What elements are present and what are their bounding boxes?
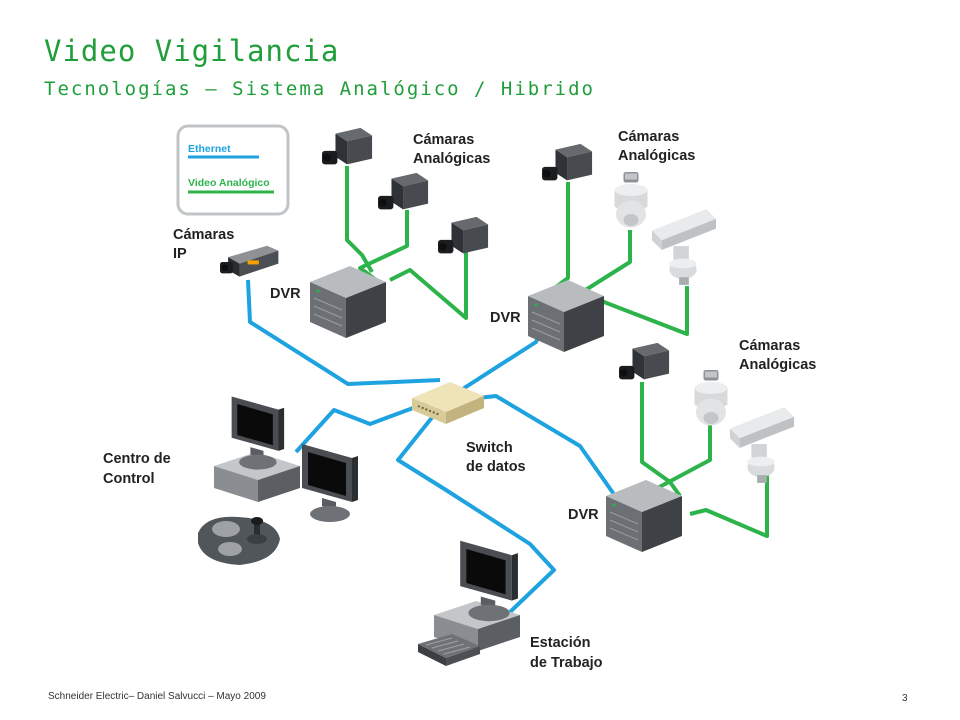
footer-text: Schneider Electric– Daniel Salvucci – Ma… <box>48 691 266 702</box>
label-dvr-1: DVR <box>270 286 301 302</box>
dome-camera-icon <box>694 370 728 426</box>
dvr-icon <box>527 279 605 353</box>
analog-camera-icon <box>322 127 373 165</box>
label-dvr-2: DVR <box>490 310 521 326</box>
legend: Ethernet Video Analógico <box>176 124 290 216</box>
page-number: 3 <box>902 693 908 704</box>
label-dvr-3: DVR <box>568 507 599 523</box>
dome-camera-icon <box>614 172 648 228</box>
joystick-icon <box>198 516 280 565</box>
page-subtitle: Tecnologías – Sistema Analógico / Hibrid… <box>44 78 595 100</box>
analog-camera-icon <box>542 143 593 181</box>
legend-video-label: Video Analógico <box>188 177 270 189</box>
analog-camera-icon <box>378 172 429 210</box>
analog-camera-icon <box>438 216 489 254</box>
legend-ethernet-label: Ethernet <box>188 143 231 155</box>
ptz-camera-icon <box>729 407 795 483</box>
page-title: Video Vigilancia <box>44 34 340 68</box>
network-switch-icon <box>411 381 485 425</box>
monitor-icon <box>302 444 358 522</box>
ptz-camera-icon <box>651 209 717 285</box>
dvr-icon <box>605 479 683 553</box>
analog-camera-icon <box>619 342 670 380</box>
ip-camera-icon <box>220 245 279 277</box>
